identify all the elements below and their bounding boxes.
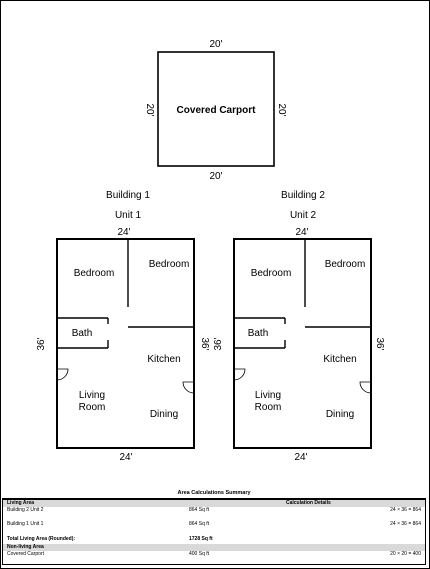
- carport-outline: [157, 51, 275, 167]
- carport: Covered Carport 20' 20' 20' 20': [144, 39, 287, 182]
- building-2-title: Building 2: [281, 190, 325, 201]
- living-area-header: Living Area: [7, 500, 35, 506]
- b1-bedroom-left: Bedroom: [74, 268, 115, 279]
- table-row: Covered Carport 400 Sq ft 20 × 20 = 400: [3, 551, 425, 558]
- building-1-dim-left: 36': [36, 337, 47, 350]
- building-2-dim-top: 24': [295, 227, 308, 238]
- b1-kitchen: Kitchen: [147, 354, 180, 365]
- building-1-walls: [57, 239, 194, 349]
- b2-living: Living: [255, 390, 281, 401]
- nonliving-header: Non-living Area: [7, 544, 44, 550]
- building-1-doors: [56, 368, 195, 394]
- building-2-outline: [233, 238, 372, 449]
- calc-details-header: Calculation Details: [286, 500, 331, 506]
- carport-dim-right: 20': [276, 103, 287, 116]
- summary-table: Living Area Calculation Details Building…: [2, 498, 426, 565]
- row-area: 864 Sq ft: [189, 507, 210, 513]
- building-1-dim-right: 36': [199, 337, 210, 350]
- total-label: Total Living Area (Rounded):: [7, 536, 76, 542]
- total-row: Total Living Area (Rounded): 1728 Sq ft: [3, 536, 425, 543]
- b1-room: Room: [79, 402, 106, 413]
- row-area: 864 Sq ft: [189, 521, 210, 527]
- building-2-unit: Unit 2: [290, 210, 317, 221]
- row-calc: 20 × 20 = 400: [390, 551, 421, 557]
- total-value: 1728 Sq ft: [189, 536, 213, 542]
- b1-dining: Dining: [150, 409, 178, 420]
- building-1-title: Building 1: [106, 190, 150, 201]
- building-2-dim-left: 36': [213, 337, 224, 350]
- row-calc: 24 × 36 = 864: [390, 521, 421, 527]
- row-name: Covered Carport: [7, 551, 44, 557]
- carport-dim-bottom: 20': [209, 171, 222, 182]
- row-name: Building 2 Unit 2: [7, 507, 44, 513]
- b1-bath: Bath: [72, 328, 93, 339]
- summary-title: Area Calculations Summary: [177, 490, 251, 496]
- nonliving-header-row: Non-living Area: [3, 544, 425, 551]
- b1-bedroom-right: Bedroom: [149, 259, 190, 270]
- building-2-doors: [233, 368, 372, 394]
- row-calc: 24 × 36 = 864: [390, 507, 421, 513]
- table-row: Building 2 Unit 2 864 Sq ft 24 × 36 = 86…: [3, 507, 425, 514]
- b2-room: Room: [255, 402, 282, 413]
- building-1-dim-bottom: 24': [119, 452, 132, 463]
- building-2-dim-right: 36': [374, 337, 385, 350]
- b2-bath: Bath: [248, 328, 269, 339]
- building-2-dim-bottom: 24': [294, 452, 307, 463]
- b1-living: Living: [79, 390, 105, 401]
- b2-bedroom-left: Bedroom: [251, 268, 292, 279]
- b2-bedroom-right: Bedroom: [325, 259, 366, 270]
- b2-kitchen: Kitchen: [323, 354, 356, 365]
- building-1: Building 1 Unit 1 24' 24' 36' 36' Bedroo…: [36, 190, 210, 463]
- row-name: Building 1 Unit 1: [7, 521, 44, 527]
- carport-label: Covered Carport: [177, 105, 257, 116]
- building-1-unit: Unit 1: [115, 210, 142, 221]
- row-area: 400 Sq ft: [189, 551, 210, 557]
- area-summary: Area Calculations Summary Living Area Ca…: [2, 489, 426, 565]
- building-1-dim-top: 24': [117, 227, 130, 238]
- carport-dim-left: 20': [144, 103, 155, 116]
- living-area-header-row: Living Area Calculation Details: [3, 500, 425, 507]
- table-row: Building 1 Unit 1 864 Sq ft 24 × 36 = 86…: [3, 521, 425, 528]
- carport-dim-top: 20': [209, 39, 222, 50]
- building-2: Building 2 Unit 2 24' 24' 36' 36' Bedroo…: [213, 190, 385, 463]
- building-1-outline: [56, 238, 195, 449]
- b2-dining: Dining: [326, 409, 354, 420]
- building-2-walls: [234, 239, 371, 349]
